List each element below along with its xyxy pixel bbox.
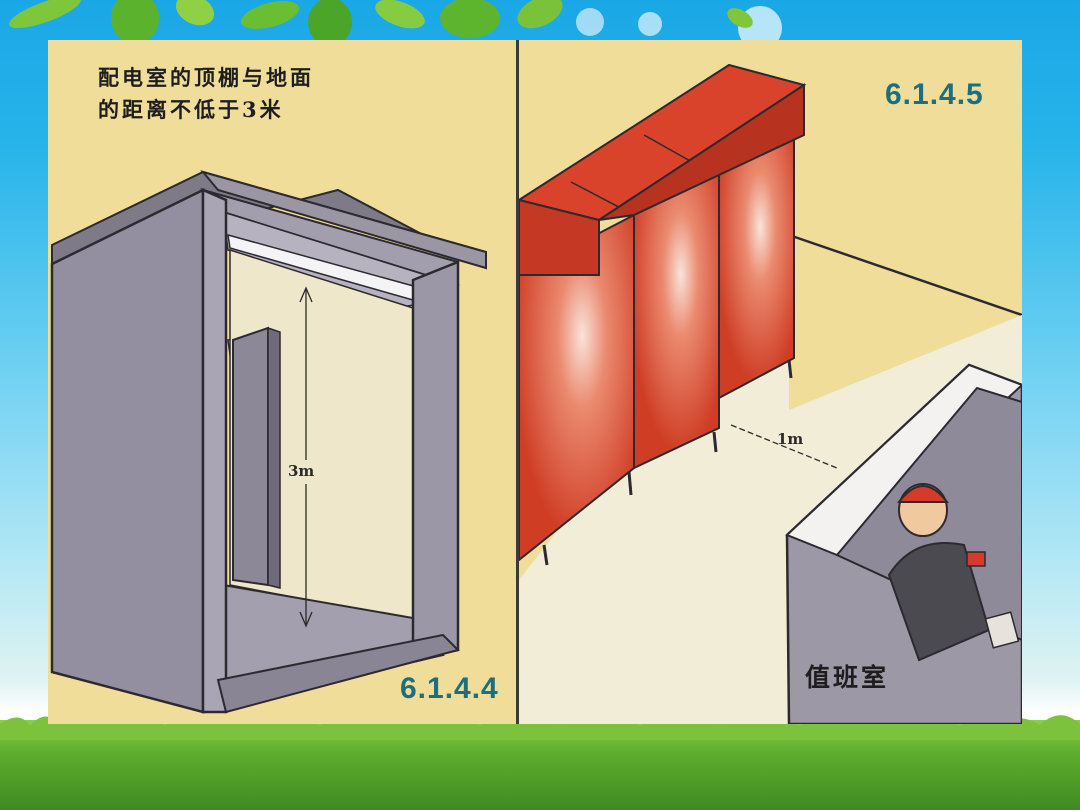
leaf-decoration — [9, 0, 782, 50]
caption-line-2: 的距离不低于3米 — [98, 97, 284, 122]
section-code-label: 6.1.4.4 — [400, 672, 499, 705]
distance-dimension-label: 1m — [777, 430, 804, 448]
distribution-room-height-panel: 配电室的顶棚与地面 的距离不低于3米 3m 6.1.4.4 — [48, 40, 518, 724]
panel-divider — [516, 40, 519, 724]
caption-line-1: 配电室的顶棚与地面 — [98, 65, 314, 90]
duty-room-label: 值班室 — [805, 663, 890, 692]
cabinet-clearance-panel: 6.1.4.5 1m 值班室 — [519, 40, 1022, 724]
room-height-caption: 配电室的顶棚与地面 的距离不低于3米 — [98, 62, 398, 126]
section-code-label: 6.1.4.5 — [885, 78, 984, 111]
height-dimension-label: 3m — [288, 462, 315, 480]
distribution-room-illustration — [50, 170, 487, 714]
cabinet-clearance-illustration — [519, 63, 1022, 724]
